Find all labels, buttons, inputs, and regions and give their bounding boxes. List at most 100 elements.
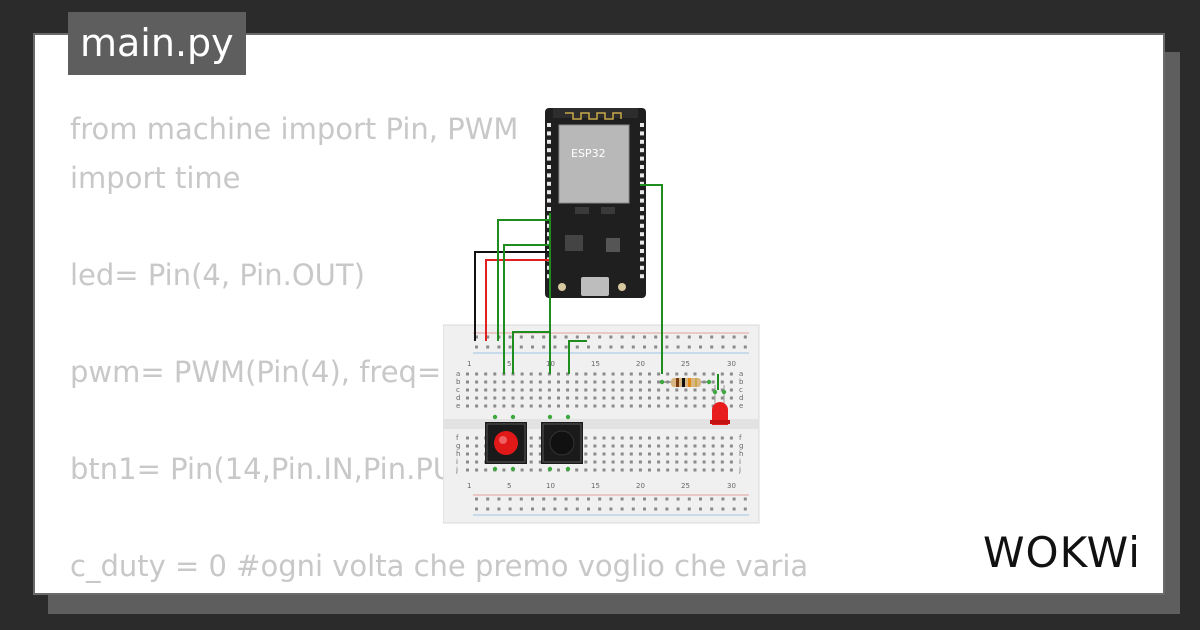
breadboard-hole [611, 372, 615, 376]
breadboard-hole [702, 396, 706, 400]
breadboard-hole [566, 380, 570, 384]
breadboard-hole [584, 404, 588, 408]
breadboard-rail-hole [643, 507, 646, 511]
breadboard-hole [666, 452, 670, 456]
breadboard-hole [520, 388, 524, 392]
breadboard-hole [511, 388, 515, 392]
breadboard-rail-hole [687, 335, 691, 339]
breadboard-hole [529, 468, 533, 472]
breadboard-rail-hole [743, 345, 747, 349]
breadboard-hole [729, 452, 733, 456]
breadboard-hole [657, 468, 661, 472]
breadboard-hole [648, 460, 651, 464]
breadboard-hole [648, 436, 651, 440]
row-letter: e [456, 402, 460, 410]
breadboard-hole [611, 452, 615, 456]
esp32-board[interactable]: ESP32 [545, 108, 646, 298]
breadboard-hole [657, 404, 661, 408]
breadboard-rail-hole [654, 335, 658, 339]
breadboard-hole [466, 380, 469, 384]
breadboard-hole [584, 460, 588, 464]
breadboard-rail-hole [654, 507, 658, 511]
breadboard-hole [620, 468, 624, 472]
breadboard-hole [466, 404, 469, 408]
breadboard-rail-hole [564, 335, 568, 339]
breadboard-rail-hole [531, 507, 534, 511]
breadboard-hole [702, 404, 706, 408]
row-letter: g [456, 442, 460, 450]
breadboard-hole [466, 444, 469, 448]
esp32-pin [640, 232, 644, 237]
breadboard-hole [566, 396, 570, 400]
code-line: from machine import Pin, PWM [70, 112, 519, 146]
breadboard-hole [666, 460, 670, 464]
wire-green [568, 340, 587, 374]
breadboard-rail-hole [620, 345, 624, 349]
breadboard-hole [620, 436, 624, 440]
breadboard-hole [666, 436, 670, 440]
breadboard-hole [657, 444, 661, 448]
breadboard-rail-hole [620, 335, 624, 339]
breadboard-hole [729, 396, 733, 400]
breadboard-hole [729, 372, 733, 376]
column-number: 10 [546, 482, 555, 490]
breadboard-rail-hole [609, 345, 613, 349]
esp32-pin [640, 249, 644, 253]
breadboard-hole [475, 468, 479, 472]
breadboard-hole [502, 404, 506, 408]
breadboard-hole [648, 452, 651, 456]
breadboard-hole [629, 380, 633, 384]
row-letter: c [739, 386, 743, 394]
breadboard-rail-hole [497, 507, 501, 511]
breadboard-hole [666, 396, 670, 400]
wires [474, 184, 719, 390]
breadboard-hole [638, 388, 642, 392]
breadboard-rail-hole [732, 497, 736, 501]
push-button-red[interactable] [485, 414, 527, 472]
breadboard-rail-hole [710, 507, 714, 511]
esp32-pin [547, 165, 551, 169]
breadboard-hole [684, 372, 688, 376]
esp32-pin [640, 190, 644, 195]
column-number: 1 [467, 360, 471, 368]
esp32-pin [547, 139, 551, 144]
breadboard-rail-hole [531, 335, 534, 339]
esp32-pin [640, 139, 644, 144]
breadboard-rail-hole [710, 497, 714, 501]
esp32-pin [640, 165, 644, 169]
breadboard-hole [584, 468, 588, 472]
breadboard-hole [529, 444, 533, 448]
breadboard-rail-hole [643, 497, 646, 501]
push-button-black[interactable] [541, 414, 583, 472]
esp32-pin [640, 223, 644, 228]
breadboard-hole [629, 468, 633, 472]
breadboard-hole [629, 452, 633, 456]
breadboard-hole [511, 396, 515, 400]
breadboard-hole [693, 436, 697, 440]
breadboard-hole [711, 380, 715, 384]
led-red[interactable] [710, 385, 730, 425]
breadboard-hole [484, 396, 488, 400]
breadboard-hole [493, 372, 497, 376]
breadboard-hole [520, 372, 524, 376]
breadboard-hole [629, 404, 633, 408]
breadboard-hole [602, 444, 606, 448]
breadboard-hole [675, 452, 679, 456]
circuit-diagram: 1 5 10 15 20 25 30 1 5 10 15 20 25 30 a … [442, 105, 761, 525]
breadboard-hole [611, 396, 615, 400]
resistor[interactable] [659, 378, 712, 387]
breadboard-hole [720, 388, 724, 392]
breadboard-hole [520, 468, 524, 472]
breadboard-rail-hole [519, 345, 523, 349]
breadboard-hole [529, 404, 533, 408]
row-letter: c [456, 386, 460, 394]
breadboard-hole [547, 388, 551, 392]
breadboard-hole [693, 468, 697, 472]
breadboard-hole [593, 436, 597, 440]
breadboard-hole [666, 388, 670, 392]
breadboard-hole [648, 396, 651, 400]
breadboard-rail-hole [475, 345, 478, 349]
column-number: 5 [507, 360, 511, 368]
breadboard-rail-hole [508, 497, 512, 501]
breadboard-hole [538, 372, 542, 376]
